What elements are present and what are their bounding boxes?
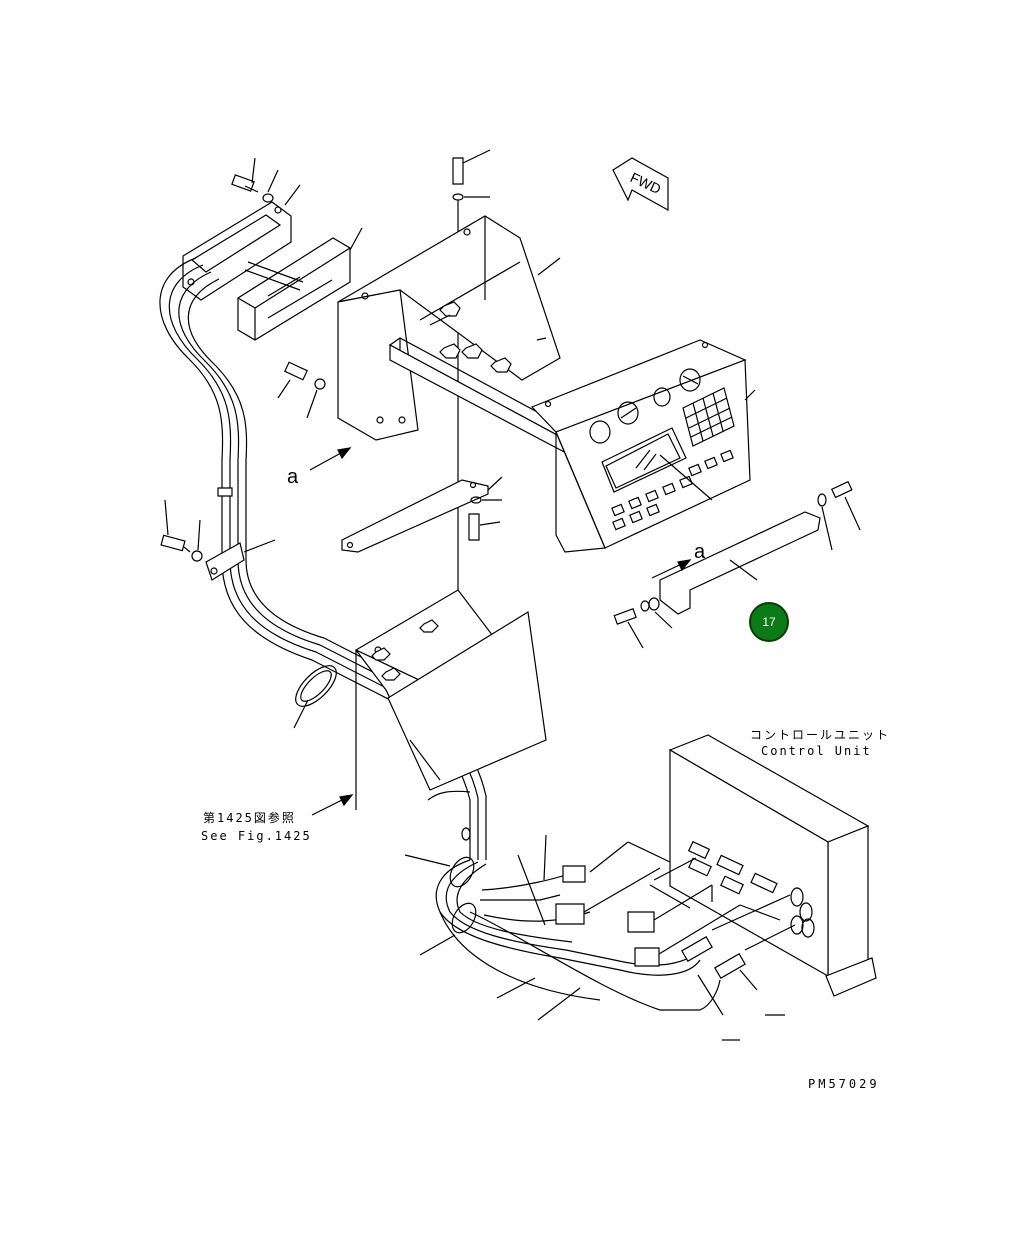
fwd-arrow: FWD: [613, 158, 668, 210]
grommet-block: [238, 228, 362, 340]
stay-bolt-set: [614, 598, 672, 648]
left-mid-bolt-set: [161, 500, 202, 561]
drawing-number: PM57029: [808, 1077, 880, 1091]
view-arrow-left: [310, 448, 350, 470]
grommet-ring: [289, 659, 343, 728]
control-unit-label-jp: コントロールユニット: [750, 728, 891, 742]
control-unit-box: [650, 735, 876, 996]
harness-clamp: [206, 488, 275, 580]
strap-bolt-set: [469, 497, 502, 540]
see-fig-arrow: [312, 795, 352, 815]
view-arrow-right: [652, 560, 690, 578]
bracket-bolt-set: [278, 362, 325, 418]
upper-left-bolt-set: [232, 158, 300, 205]
right-stay-bolt-set: [818, 482, 860, 550]
view-marker-a: a: [287, 466, 299, 488]
view-marker-a-right: a: [694, 541, 706, 563]
connector-leads: [584, 842, 795, 954]
see-fig-label-jp: 第1425図参照: [203, 811, 296, 825]
part-number-badge[interactable]: 17: [749, 602, 789, 642]
instrument-panel: [532, 340, 755, 552]
lower-wire-harness: [405, 828, 785, 1040]
see-fig-label-en: See Fig.1425: [201, 829, 312, 843]
mounting-strap: [342, 477, 502, 552]
upper-mounting-bracket: [338, 216, 560, 440]
lower-harness-bracket: [356, 590, 546, 810]
control-unit-label-en: Control Unit: [761, 744, 872, 758]
panel-stay: [660, 512, 820, 614]
